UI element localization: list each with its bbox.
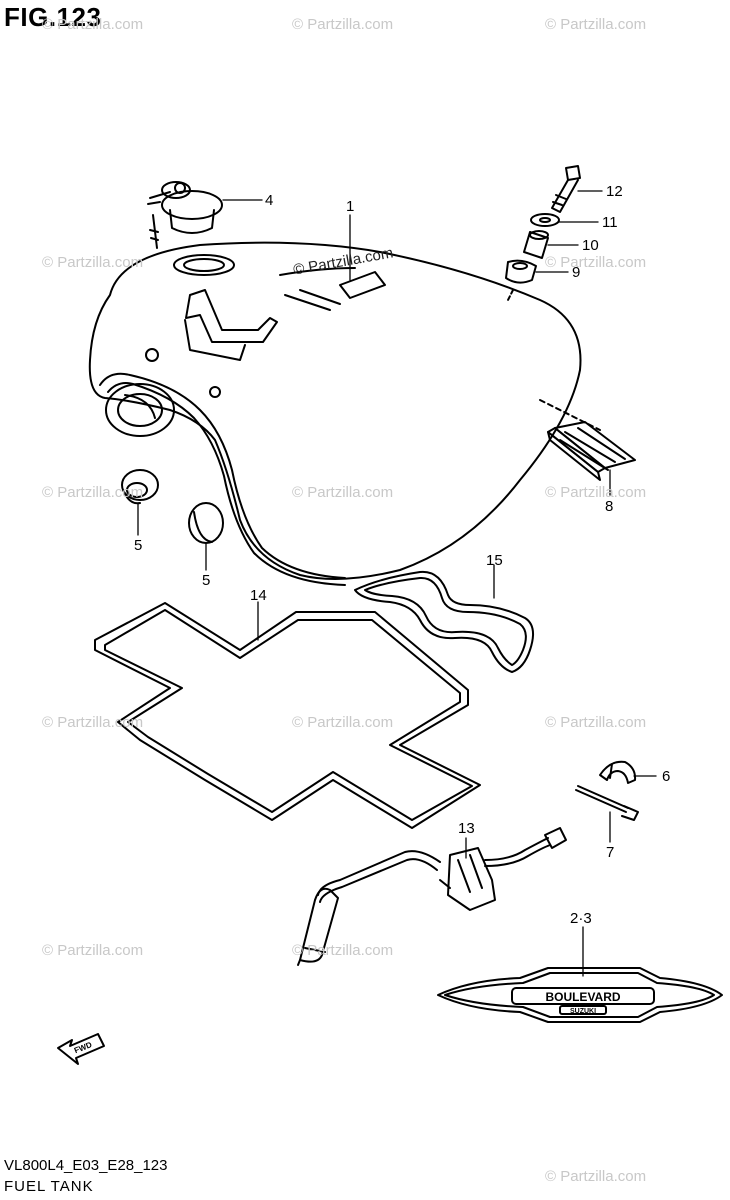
rubber-plug-part-5-b (188, 502, 224, 544)
callout-11: 11 (602, 214, 618, 231)
watermark: © Partzilla.com (292, 16, 394, 33)
callout-14: 14 (250, 587, 267, 604)
mounting-pad-part-8 (539, 399, 636, 481)
callout-13: 13 (458, 820, 475, 837)
callout-10: 10 (582, 237, 599, 254)
diagram-name: FUEL TANK (4, 1178, 94, 1195)
watermark: © Partzilla.com (42, 484, 144, 501)
callout-1: 1 (346, 198, 355, 215)
cable-tie-part-7 (575, 785, 639, 821)
callout-12: 12 (606, 183, 623, 200)
collar-part-10 (523, 230, 549, 259)
watermark: © Partzilla.com (545, 714, 647, 731)
insulator-part-14 (94, 602, 481, 829)
watermark: © Partzilla.com (42, 942, 144, 959)
callout-15: 15 (486, 552, 503, 569)
watermark: © Partzilla.com (42, 16, 144, 33)
fuel-tank-part-1 (88, 241, 582, 586)
callout-5b: 5 (202, 572, 211, 589)
seal-part-15 (354, 570, 535, 673)
watermark: © Partzilla.com (292, 484, 394, 501)
boulevard-emblem-part-2-3: BOULEVARD SUZUKI (437, 967, 723, 1023)
cushion-part-9 (505, 259, 537, 284)
watermark: © Partzilla.com (545, 1168, 647, 1185)
watermark: © Partzilla.com (545, 484, 647, 501)
watermark: © Partzilla.com (545, 16, 647, 33)
watermark: © Partzilla.com (42, 254, 144, 271)
figure-title: FIG.123 (4, 2, 102, 32)
callout-5a: 5 (134, 537, 143, 554)
forward-arrow-label: FWD (73, 1040, 93, 1055)
clamp-part-6 (599, 760, 637, 784)
emblem-maker-text: SUZUKI (570, 1008, 596, 1015)
washer-part-11 (530, 213, 560, 227)
watermark: © Partzilla.com (292, 714, 394, 731)
callout-6: 6 (662, 768, 671, 785)
bolt-part-12 (551, 165, 581, 213)
callout-8: 8 (605, 498, 614, 515)
watermark: © Partzilla.com (292, 942, 394, 959)
callout-4: 4 (265, 192, 274, 209)
diagram-code: VL800L4_E03_E28_123 (4, 1157, 168, 1174)
watermark: © Partzilla.com (545, 254, 647, 271)
callout-9: 9 (572, 264, 581, 281)
forward-arrow-icon: FWD (57, 1033, 105, 1065)
leader-lines (137, 190, 657, 977)
watermark: © Partzilla.com (42, 714, 144, 731)
callout-2-3: 2·3 (570, 910, 592, 927)
emblem-brand-text: BOULEVARD (545, 990, 620, 1004)
fuel-cap-part-4 (147, 181, 223, 249)
callout-7: 7 (606, 844, 615, 861)
fuel-sender-part-13 (297, 827, 567, 966)
